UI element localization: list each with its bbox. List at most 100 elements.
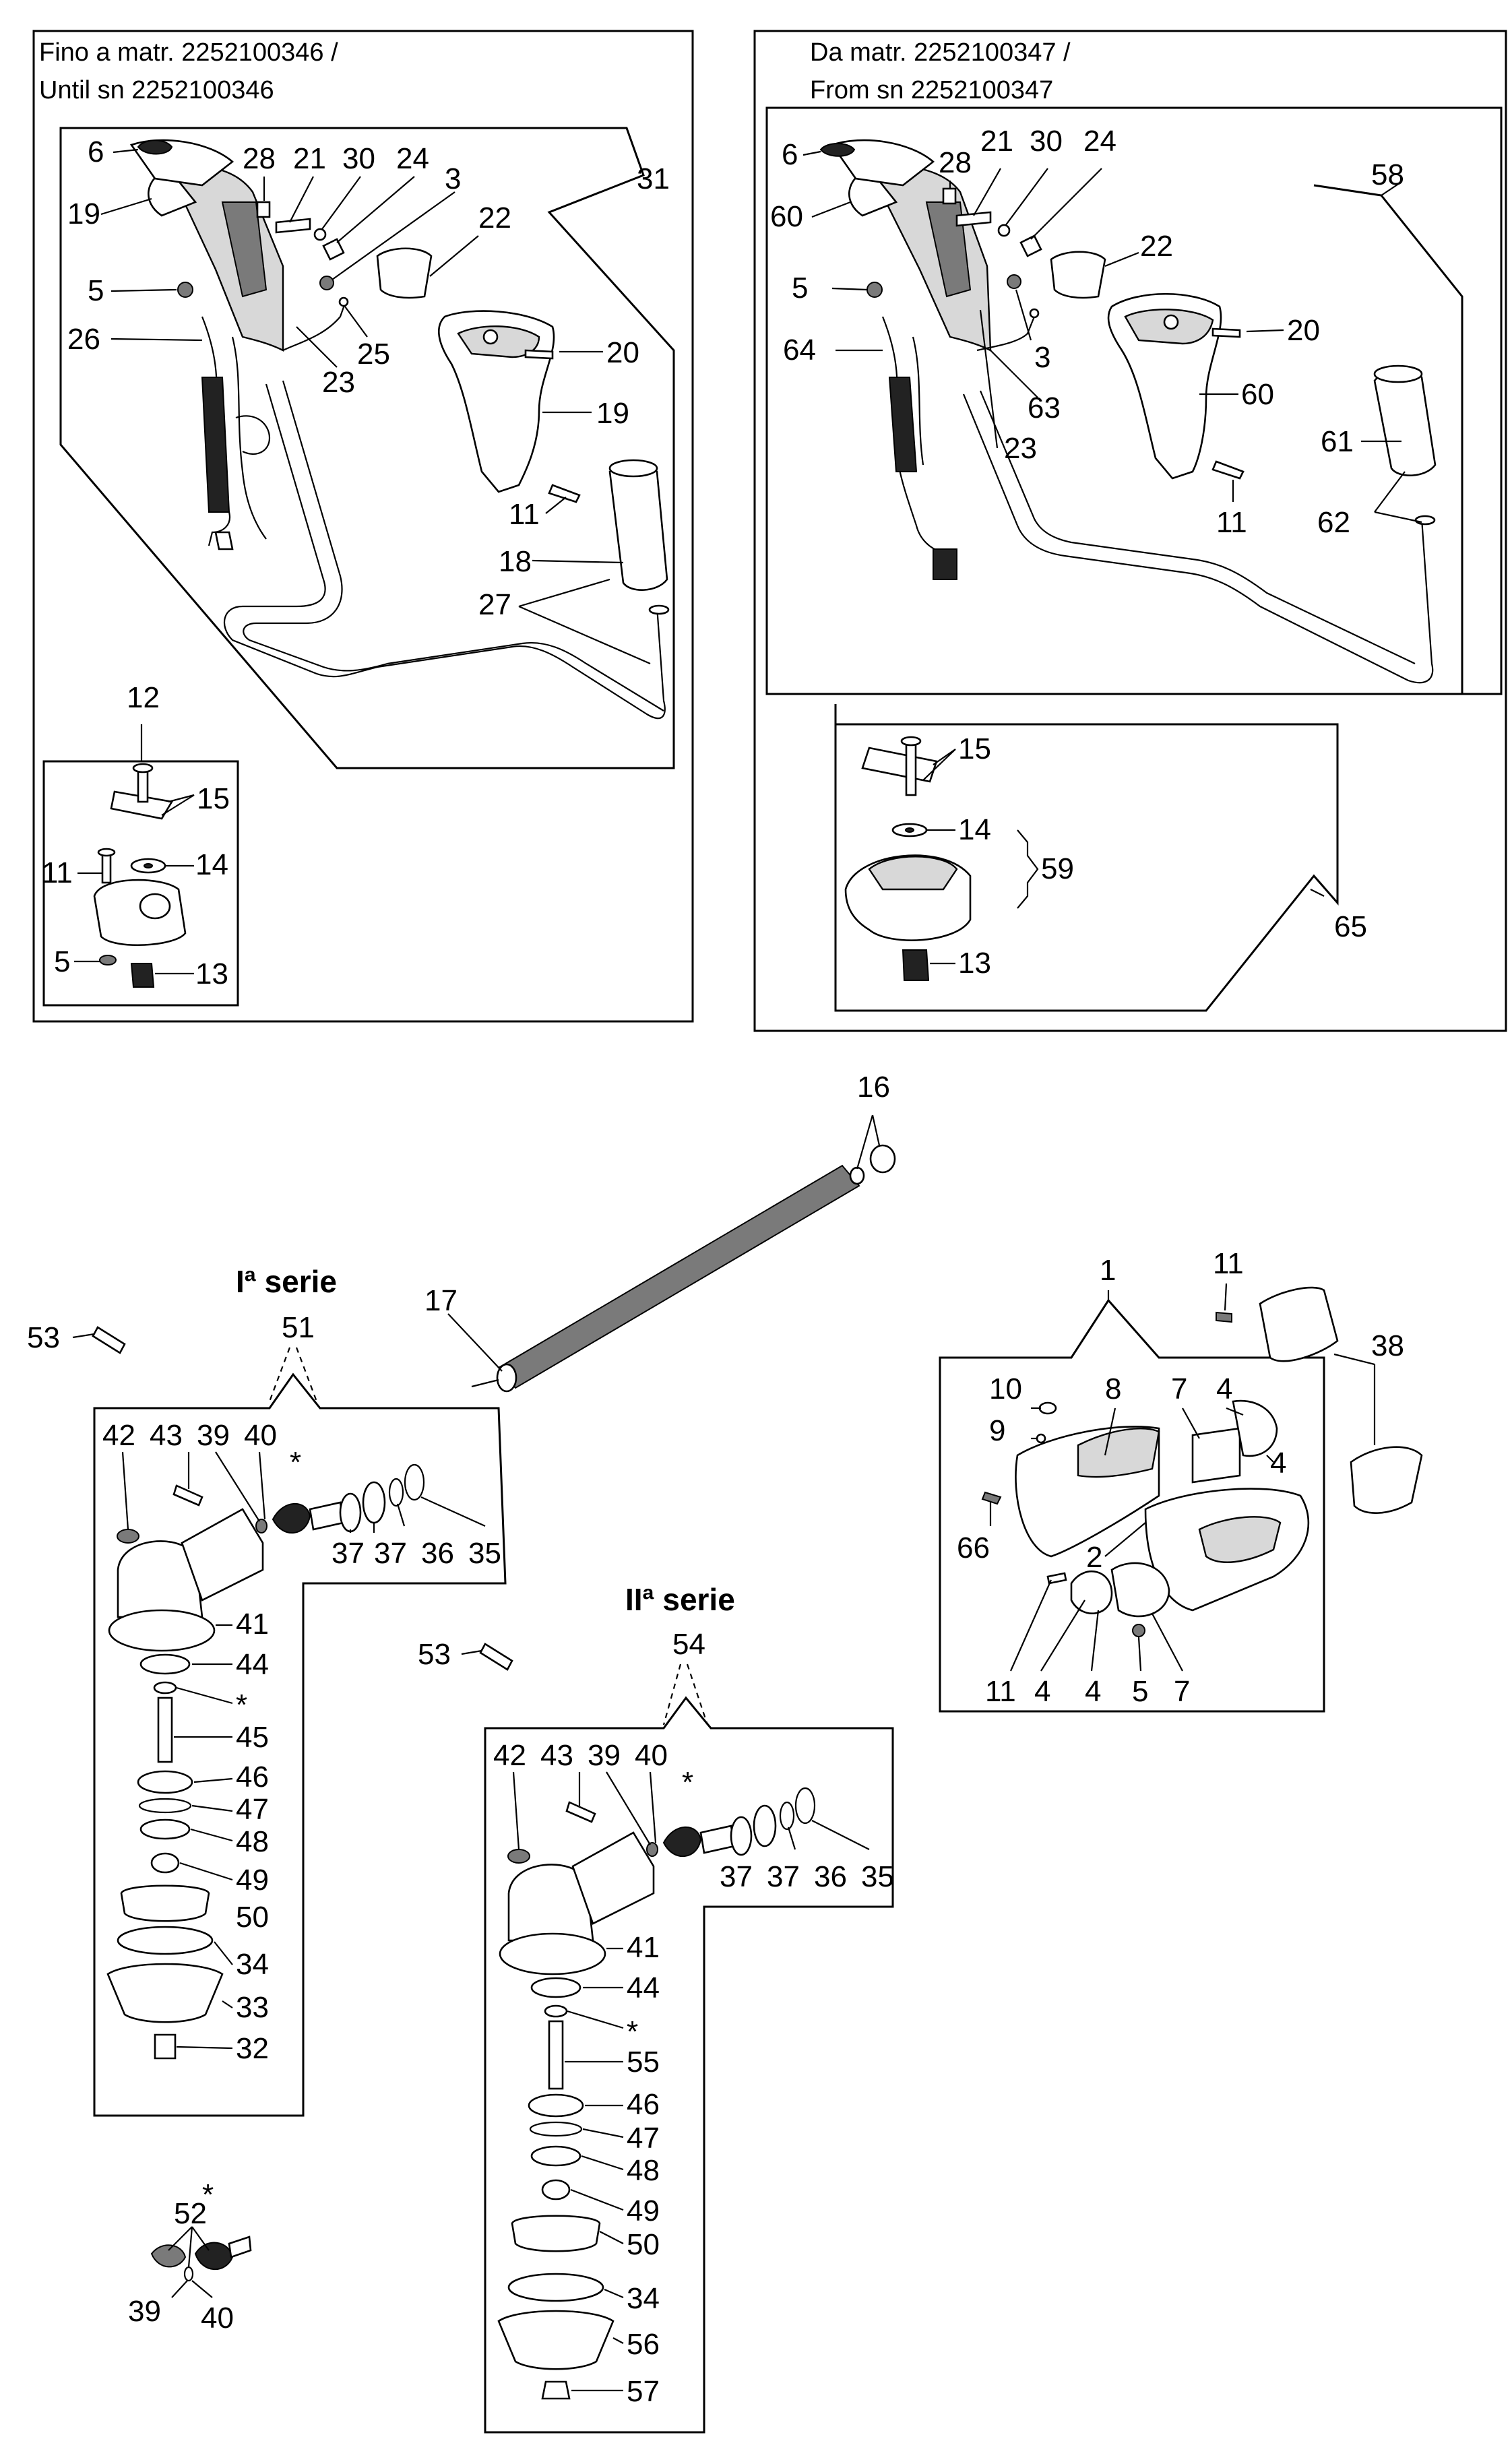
callout-star-1-2: * — [682, 1766, 693, 1799]
callout-2: 2 — [1086, 1541, 1102, 1574]
callout-42: 42 — [102, 1419, 135, 1452]
header-from-line2: From sn 2252100347 — [810, 76, 1053, 104]
handle-assembly-outline — [59, 127, 675, 769]
part-44-bearing — [139, 1653, 191, 1675]
leader-58 — [1381, 181, 1402, 196]
part-24-shape-right — [1019, 234, 1042, 257]
part-37-bearing-a-2 — [730, 1816, 753, 1856]
part-9-pin — [1036, 1433, 1046, 1444]
part-53-screw — [92, 1326, 126, 1354]
callout-28: 28 — [243, 142, 276, 175]
callout-21-right: 21 — [980, 125, 1013, 158]
callout-59: 59 — [1041, 852, 1074, 885]
part-28-shape-right — [942, 187, 957, 205]
engine-coupling-assembly: 1 — [939, 1247, 1423, 1713]
part-41-base — [108, 1609, 216, 1652]
callout-6-right: 6 — [782, 138, 798, 171]
part-11-screw-right — [1211, 460, 1245, 480]
callout-20-right: 20 — [1287, 314, 1320, 347]
leaders-clamp-right — [922, 749, 1325, 965]
callout-15: 15 — [197, 782, 230, 815]
callout-48: 48 — [236, 1825, 269, 1858]
part-37-bearing-b-2 — [753, 1804, 777, 1847]
part-45-shaft — [157, 1697, 173, 1763]
part-27-tube-b — [243, 380, 664, 711]
callout-40: 40 — [244, 1419, 277, 1452]
part-61-top — [1373, 365, 1423, 383]
callout-50: 50 — [236, 1901, 269, 1934]
leaders-series-2 — [512, 1771, 870, 2392]
part-27-tube-end — [648, 604, 670, 615]
callouts-top-right: 6 28 21 30 24 58 60 22 5 20 64 3 63 60 2… — [770, 125, 1404, 539]
part-63-end — [1029, 308, 1040, 319]
callout-39-2: 39 — [588, 1739, 621, 1772]
part-34-plate-2 — [507, 2273, 604, 2302]
leader-40-small — [191, 2280, 213, 2298]
callout-35-2: 35 — [861, 1860, 894, 1893]
callout-54: 54 — [672, 1628, 705, 1661]
grip-cap-part-right — [819, 143, 856, 157]
callout-36: 36 — [421, 1537, 454, 1570]
callout-star-52: * — [202, 2178, 214, 2211]
callouts-clamp: 15 11 14 5 13 — [42, 782, 230, 990]
part-26-spring — [201, 377, 230, 513]
part-52-gear-b — [194, 2242, 234, 2271]
panel-until-sn: Fino a matr. 2252100346 / Until sn 22521… — [32, 30, 694, 1023]
part-35-circlip-2 — [794, 1787, 816, 1825]
part-shaft-2 — [699, 1825, 736, 1854]
callout-23-right: 23 — [1004, 432, 1037, 465]
leader-52-c — [187, 2226, 193, 2268]
part-gear-bevel-2 — [662, 1826, 702, 1857]
leader-17 — [447, 1313, 503, 1372]
part-46-bearing-2 — [528, 2093, 584, 2118]
part-36-ring-2 — [779, 1801, 795, 1831]
callout-11-top: 11 — [1213, 1247, 1244, 1280]
callout-45: 45 — [236, 1721, 269, 1754]
leader-53-2 — [461, 1649, 482, 1655]
callout-7-bottom: 7 — [1174, 1675, 1190, 1708]
part-18-grip — [608, 463, 668, 591]
handle-assembly-box-right — [765, 106, 1503, 695]
callout-49: 49 — [236, 1864, 269, 1897]
callout-47: 47 — [236, 1793, 269, 1826]
leader-52-a — [168, 2226, 193, 2251]
part-36-ring — [388, 1478, 404, 1507]
callout-19b: 19 — [596, 397, 629, 430]
callout-34: 34 — [236, 1948, 269, 1981]
callout-33: 33 — [236, 1991, 269, 2024]
clamp-parts — [93, 763, 187, 988]
callout-57: 57 — [627, 2375, 660, 2408]
callout-62: 62 — [1317, 506, 1350, 539]
callout-star-2: * — [236, 1688, 247, 1721]
part-48-seal-2 — [530, 2145, 581, 2167]
part-46-bearing — [137, 1770, 193, 1794]
callout-37a-2: 37 — [720, 1860, 753, 1893]
callout-63: 63 — [1028, 391, 1061, 424]
part-37-bearing-a — [339, 1492, 362, 1533]
part-25-wire — [282, 303, 346, 351]
callout-24-right: 24 — [1083, 125, 1116, 158]
callout-5-right: 5 — [792, 272, 808, 305]
part-shaft — [309, 1501, 345, 1531]
callout-star-1: * — [290, 1446, 301, 1479]
part-star-washer-2 — [544, 2004, 568, 2018]
callout-38: 38 — [1371, 1329, 1404, 1362]
part-43-screw-2 — [565, 1801, 596, 1823]
part-4-ring-b — [1070, 1571, 1113, 1614]
part-21-shape-right — [955, 211, 992, 227]
part-5-nut — [1132, 1624, 1145, 1637]
callout-13: 13 — [195, 957, 228, 990]
part-5-shape-right — [867, 282, 883, 298]
part-35-circlip — [404, 1463, 425, 1501]
callout-3: 3 — [445, 162, 461, 195]
callout-15-right: 15 — [958, 732, 991, 765]
panel-frame-left — [32, 30, 694, 1023]
part-5-shape — [177, 282, 193, 298]
series-1-title: Iª serie — [236, 1264, 337, 1299]
part-25-end — [338, 296, 349, 307]
callout-20: 20 — [606, 336, 639, 369]
part-64-spring — [888, 377, 918, 472]
callout-46-2: 46 — [627, 2088, 660, 2121]
callout-8: 8 — [1105, 1372, 1121, 1405]
